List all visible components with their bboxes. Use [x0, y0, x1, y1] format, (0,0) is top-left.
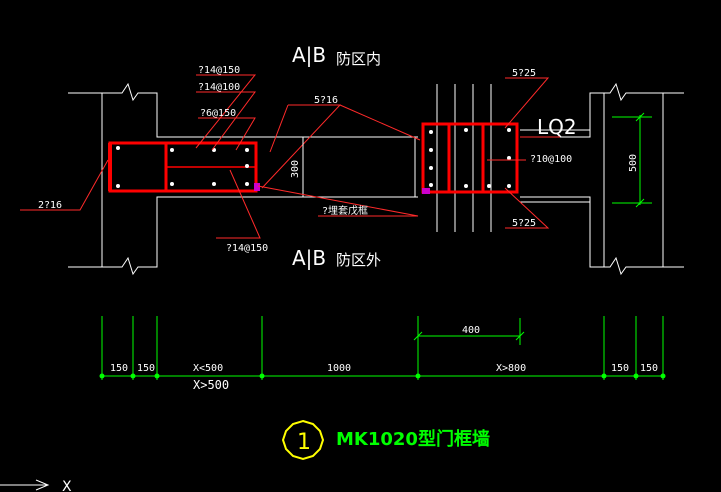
- rebar-callout-5: 5?25: [512, 68, 536, 79]
- left-frame-marker: [254, 183, 260, 191]
- wall-outline: [68, 82, 684, 276]
- rebar-callout-3: ?6@150: [200, 108, 236, 119]
- dim-label-2: 150: [137, 363, 155, 374]
- dim-label-7: 150: [640, 363, 658, 374]
- embed-lines: [436, 84, 492, 232]
- dim-label-1: 150: [110, 363, 128, 374]
- ucs-axis-icon: [0, 479, 50, 491]
- title-number: 1: [297, 430, 311, 455]
- left-rebar-dots: [116, 146, 249, 188]
- rebar-callout-7: 5?25: [512, 218, 536, 229]
- left-rebar-frame: [108, 141, 258, 193]
- dim-note: X>500: [193, 378, 229, 392]
- dim-label-6: 150: [611, 363, 629, 374]
- dim-300-text: 300: [290, 160, 301, 178]
- dim-chain: [101, 316, 664, 380]
- title-text: MK1020型门框墙: [336, 428, 490, 450]
- leader-lines: [20, 74, 560, 239]
- rebar-callout-9: ?14@150: [226, 243, 268, 254]
- bottom-zone-label: 防区外: [336, 251, 381, 269]
- top-grid-label: A|B: [292, 43, 326, 67]
- embed-frame-label: ?埋套戊框: [322, 204, 368, 217]
- dim-label-4: 1000: [327, 363, 351, 374]
- rebar-callout-4: 5?16: [314, 95, 338, 106]
- right-rebar-dots: [429, 128, 511, 188]
- dim-500: [612, 112, 652, 208]
- right-frame-marker: [422, 188, 430, 194]
- right-rebar-frame: [421, 122, 519, 194]
- lq2-label: LQ2: [537, 115, 577, 139]
- rebar-callout-1: ?14@150: [198, 65, 240, 76]
- dim-500-text: 500: [628, 154, 639, 172]
- ucs-axis-label: X: [62, 479, 72, 492]
- bottom-grid-label: A|B: [292, 246, 326, 270]
- rebar-callout-6: ?10@100: [530, 154, 572, 165]
- top-zone-label: 防区内: [336, 50, 381, 68]
- dim-label-3: X<500: [193, 363, 223, 374]
- dim-300: 300: [290, 140, 304, 194]
- title-number-badge: [281, 419, 325, 461]
- rebar-callout-2: ?14@100: [198, 82, 240, 93]
- rebar-callout-8: 2?16: [38, 200, 62, 211]
- dim-400-text: 400: [462, 325, 480, 336]
- dim-ticks: [99, 373, 666, 379]
- dim-label-5: X>800: [496, 363, 526, 374]
